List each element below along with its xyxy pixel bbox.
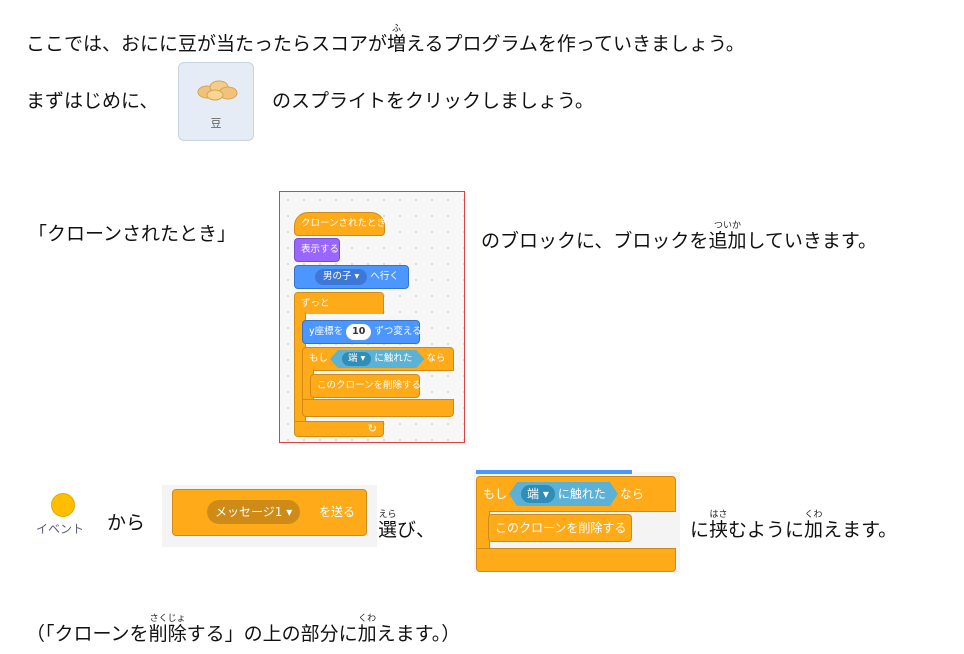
goto-block[interactable]: 男の子 ▾へ行く: [294, 265, 409, 289]
if-block-large[interactable]: もし端 ▾に触れたなら このクローンを削除する: [476, 476, 676, 572]
intro-text: ここでは、おにに豆が当たったらスコアが増ふえるプログラムを作っていきましょう。: [26, 24, 745, 55]
note-text: （「クローンを削除さくじょする」の上の部分に加くわえます。）: [26, 614, 461, 645]
forever-block[interactable]: ずっと: [294, 292, 384, 314]
touching-target-dropdown-large[interactable]: 端 ▾: [521, 485, 555, 503]
broadcast-message-dropdown[interactable]: メッセージ1 ▾: [207, 500, 301, 524]
bean-icon: [197, 80, 238, 101]
select-text: 選えらび、: [378, 510, 436, 541]
when-cloned-hat-block[interactable]: クローンされたとき: [294, 212, 386, 236]
delete-clone-block[interactable]: このクローンを削除する: [310, 374, 421, 398]
above-block-edge: [476, 470, 632, 474]
ruby-era: 選えら: [378, 510, 398, 541]
sprite-thumbnail-bean[interactable]: 豆: [178, 62, 254, 141]
ruby-sakujo: 削除さくじょ: [148, 614, 187, 645]
events-category-label: イベント: [36, 522, 85, 536]
events-category-icon[interactable]: [51, 493, 75, 517]
ruby-tsuika: 追加ついか: [708, 221, 747, 252]
touching-target-dropdown[interactable]: 端 ▾: [342, 352, 371, 366]
clone-hat-label: 「クローンされたとき」: [28, 223, 237, 245]
ruby-kuwa: 加くわ: [804, 510, 824, 541]
sprite-name: 豆: [210, 117, 222, 130]
goto-target-dropdown[interactable]: 男の子 ▾: [315, 269, 368, 285]
touching-condition[interactable]: 端 ▾に触れた: [330, 350, 424, 368]
step1-after-text: のスプライトをクリックしましょう。: [272, 90, 594, 112]
loop-arrow-icon: ↻: [367, 422, 377, 435]
step1-before-text: まずはじめに、: [26, 90, 159, 112]
touching-condition-large[interactable]: 端 ▾に触れた: [509, 482, 618, 506]
delete-clone-block-large[interactable]: このクローンを削除する: [488, 514, 632, 542]
from-text: から: [107, 512, 146, 534]
ruby-hasa: 挟はさ: [709, 510, 729, 541]
insert-text: に挟はさむように加くわえます。: [690, 510, 898, 541]
ruby-kuwa-2: 加くわ: [357, 614, 377, 645]
if-block-large-bottom: [476, 548, 676, 572]
forever-block-bottom: ↻: [294, 421, 384, 437]
ruby-fu: 増ふ: [387, 24, 407, 55]
if-block[interactable]: もし端 ▾に触れたなら: [302, 347, 454, 371]
broadcast-suffix: を送る: [319, 505, 356, 519]
if-block-large-header[interactable]: もし端 ▾に触れたなら: [476, 476, 676, 512]
step2-after-text: のブロックに、ブロックを追加ついかしていきます。: [481, 221, 877, 252]
change-y-value-input[interactable]: 10: [346, 324, 372, 340]
broadcast-block[interactable]: メッセージ1 ▾ を送る: [172, 489, 367, 536]
show-block[interactable]: 表示する: [294, 238, 340, 262]
if-block-bottom: [302, 399, 454, 417]
